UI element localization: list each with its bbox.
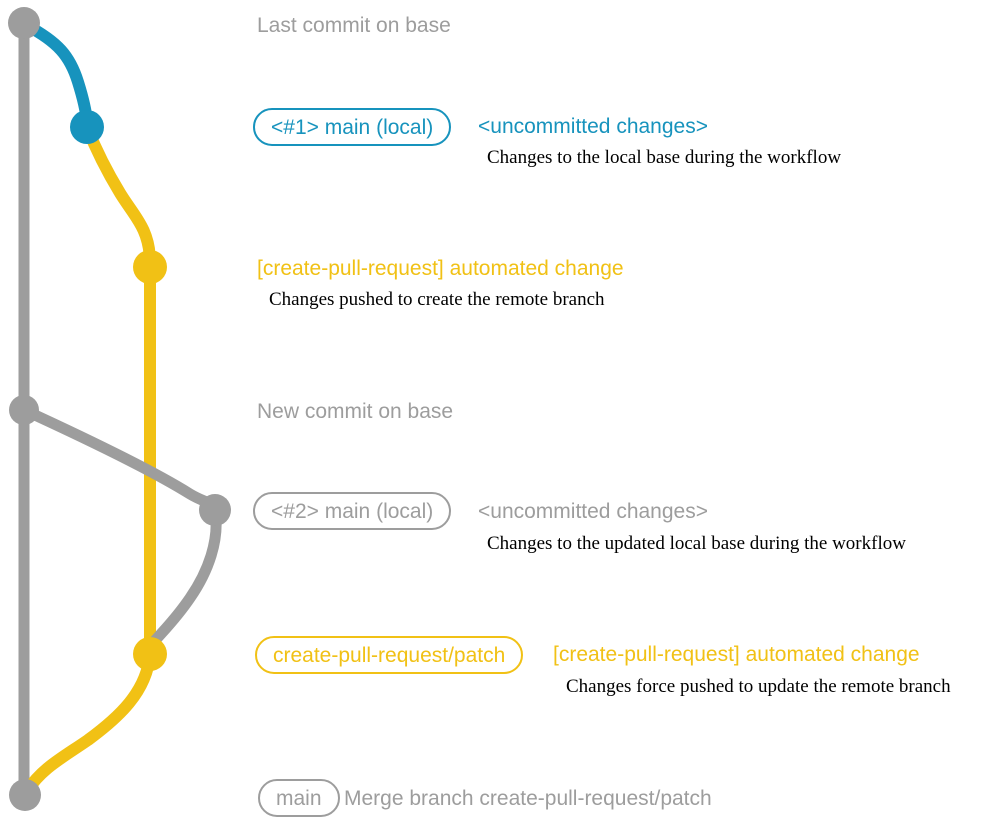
automated-change-description-1: Changes pushed to create the remote bran… [269, 289, 605, 310]
branch-badge-main-local-2: <#2> main (local) [253, 492, 452, 530]
branch-badge-main: main [258, 779, 340, 817]
patch-branch-create-path [81, 121, 156, 266]
patch-merge-path [21, 648, 156, 797]
last-commit-label: Last commit on base [257, 14, 451, 37]
commit-dot-patch-1 [133, 250, 167, 284]
new-commit-label: New commit on base [257, 400, 454, 423]
automated-change-heading-2: [create-pull-request] automated change [553, 643, 920, 666]
automated-change-heading-1: [create-pull-request] automated change [257, 257, 624, 280]
automated-change-description-2: Changes force pushed to update the remot… [566, 676, 951, 697]
uncommitted-changes-description-2: Changes to the updated local base during… [487, 533, 906, 554]
commit-dot-last-base [8, 7, 40, 39]
branch-badge-main-local-1-label: <#1> main (local) [271, 115, 434, 139]
branch-badge-main-local-1: <#1> main (local) [253, 108, 452, 146]
commit-dot-merge [9, 779, 41, 811]
force-push-path [147, 504, 222, 649]
merge-commit-heading: Merge branch create-pull-request/patch [344, 787, 712, 810]
branch-badge-main-local-2-label: <#2> main (local) [271, 499, 434, 523]
branch-badge-main-label: main [276, 786, 322, 810]
branch-badge-patch-label: create-pull-request/patch [273, 643, 506, 667]
uncommitted-branch-path-1 [20, 19, 93, 128]
uncommitted-changes-heading-2: <uncommitted changes> [478, 500, 708, 523]
commit-dot-uncommitted-1 [70, 110, 104, 144]
commit-dot-patch-2 [133, 637, 167, 671]
commit-dot-new-base [9, 395, 39, 425]
commit-dot-uncommitted-2 [199, 494, 231, 526]
uncommitted-branch-path-2 [18, 404, 221, 516]
branch-badge-patch: create-pull-request/patch [255, 636, 524, 674]
uncommitted-changes-description-1: Changes to the local base during the wor… [487, 147, 842, 168]
uncommitted-changes-heading-1: <uncommitted changes> [478, 115, 708, 138]
